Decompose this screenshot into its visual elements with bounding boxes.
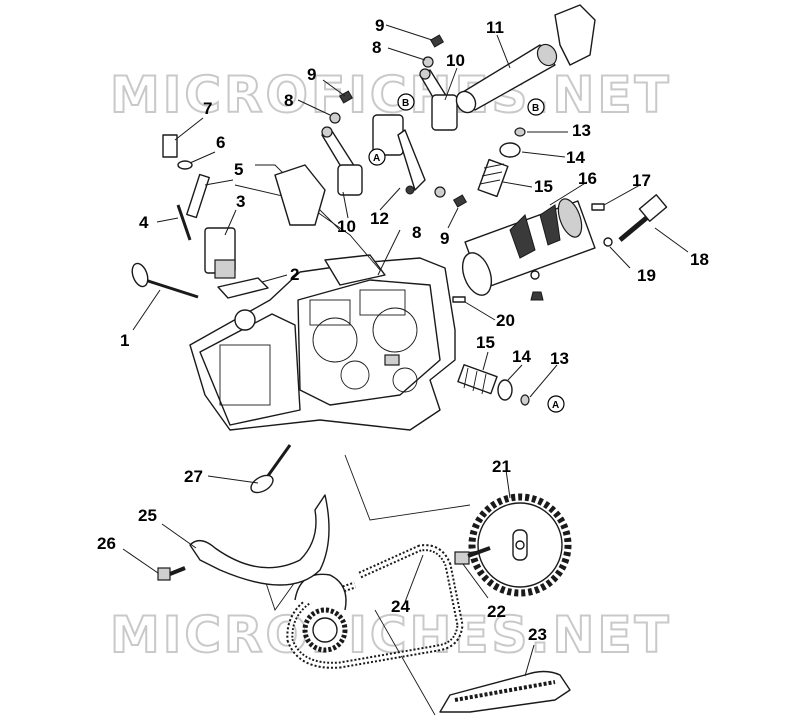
chain-guide-23-teeth bbox=[454, 680, 556, 702]
callout-17: 17 bbox=[632, 171, 651, 190]
valve-intake bbox=[131, 262, 199, 299]
bracket-top bbox=[554, 4, 596, 66]
mark-B-right: B bbox=[532, 103, 539, 114]
callout-10b: 10 bbox=[446, 51, 465, 70]
part-callouts: 1 2 3 4 5 6 7 8 8 8 9 9 9 10 10 11 12 13… bbox=[97, 16, 709, 644]
cylinder-head bbox=[189, 254, 456, 431]
callout-23: 23 bbox=[528, 625, 547, 644]
washer-6 bbox=[177, 160, 193, 170]
dowel-pin bbox=[591, 203, 605, 211]
crank-sprocket-hub bbox=[312, 617, 338, 643]
mark-A-bottom: A bbox=[552, 400, 559, 411]
callout-19: 19 bbox=[637, 266, 656, 285]
bolt-26 bbox=[157, 566, 186, 581]
gasket-2 bbox=[217, 277, 269, 299]
callout-25: 25 bbox=[138, 506, 157, 525]
retainer-bottom bbox=[497, 379, 513, 401]
mark-A-top: A bbox=[373, 153, 380, 164]
clip-19 bbox=[603, 237, 613, 247]
rocker-arm-left bbox=[321, 126, 363, 196]
tensioner bbox=[204, 227, 236, 279]
callout-1: 1 bbox=[120, 331, 129, 350]
callout-8a: 8 bbox=[284, 91, 293, 110]
keeper-top bbox=[514, 127, 526, 137]
valve-spring-bottom bbox=[457, 364, 498, 395]
callout-20: 20 bbox=[496, 311, 515, 330]
spring-5 bbox=[186, 173, 210, 219]
retainer-top bbox=[499, 142, 521, 158]
pin-20 bbox=[452, 296, 466, 303]
callout-26: 26 bbox=[97, 534, 116, 553]
keeper-bottom bbox=[520, 394, 530, 406]
rocker-shaft bbox=[455, 43, 558, 114]
reference-marks: A A B B bbox=[368, 93, 565, 413]
callout-14a: 14 bbox=[566, 148, 585, 167]
rocker-arm-right bbox=[419, 68, 458, 131]
cam-chain bbox=[286, 544, 464, 669]
callout-8b: 8 bbox=[372, 38, 381, 57]
callout-12: 12 bbox=[370, 209, 389, 228]
callout-4: 4 bbox=[139, 213, 149, 232]
leader-lines bbox=[122, 24, 689, 677]
valve-spring-top bbox=[477, 158, 509, 198]
callout-15a: 15 bbox=[534, 177, 553, 196]
callout-8c: 8 bbox=[412, 223, 421, 242]
callout-2: 2 bbox=[290, 265, 299, 284]
chain-guide-25 bbox=[189, 494, 330, 586]
nuts-and-springs bbox=[329, 34, 468, 208]
valve-exhaust bbox=[250, 444, 292, 494]
bolt-7 bbox=[162, 134, 178, 158]
callout-13b: 13 bbox=[550, 349, 569, 368]
callout-9c: 9 bbox=[440, 229, 449, 248]
guide-lines bbox=[234, 164, 471, 716]
callout-9a: 9 bbox=[307, 65, 316, 84]
camshaft bbox=[461, 198, 596, 301]
callout-10a: 10 bbox=[337, 217, 356, 236]
mark-B-left: B bbox=[402, 98, 409, 109]
bracket-left bbox=[274, 164, 326, 226]
callout-16: 16 bbox=[578, 169, 597, 188]
callout-22: 22 bbox=[487, 602, 506, 621]
crank-housing bbox=[294, 573, 347, 611]
callout-7: 7 bbox=[203, 99, 212, 118]
callout-6: 6 bbox=[216, 133, 225, 152]
cam-sprocket bbox=[468, 493, 572, 597]
callout-18: 18 bbox=[690, 250, 709, 269]
callout-21: 21 bbox=[492, 457, 511, 476]
shaft-18 bbox=[618, 194, 668, 242]
callout-15b: 15 bbox=[476, 333, 495, 352]
callout-13a: 13 bbox=[572, 121, 591, 140]
callout-14b: 14 bbox=[512, 347, 531, 366]
rocker-arm-12 bbox=[372, 114, 426, 195]
bolt-4 bbox=[176, 204, 192, 241]
callout-11: 11 bbox=[486, 18, 504, 37]
callout-3: 3 bbox=[236, 192, 245, 211]
callout-9b: 9 bbox=[375, 16, 384, 35]
callout-5: 5 bbox=[234, 160, 243, 179]
callout-27: 27 bbox=[184, 467, 203, 486]
callout-24: 24 bbox=[391, 597, 410, 616]
bolt-22 bbox=[454, 546, 491, 565]
